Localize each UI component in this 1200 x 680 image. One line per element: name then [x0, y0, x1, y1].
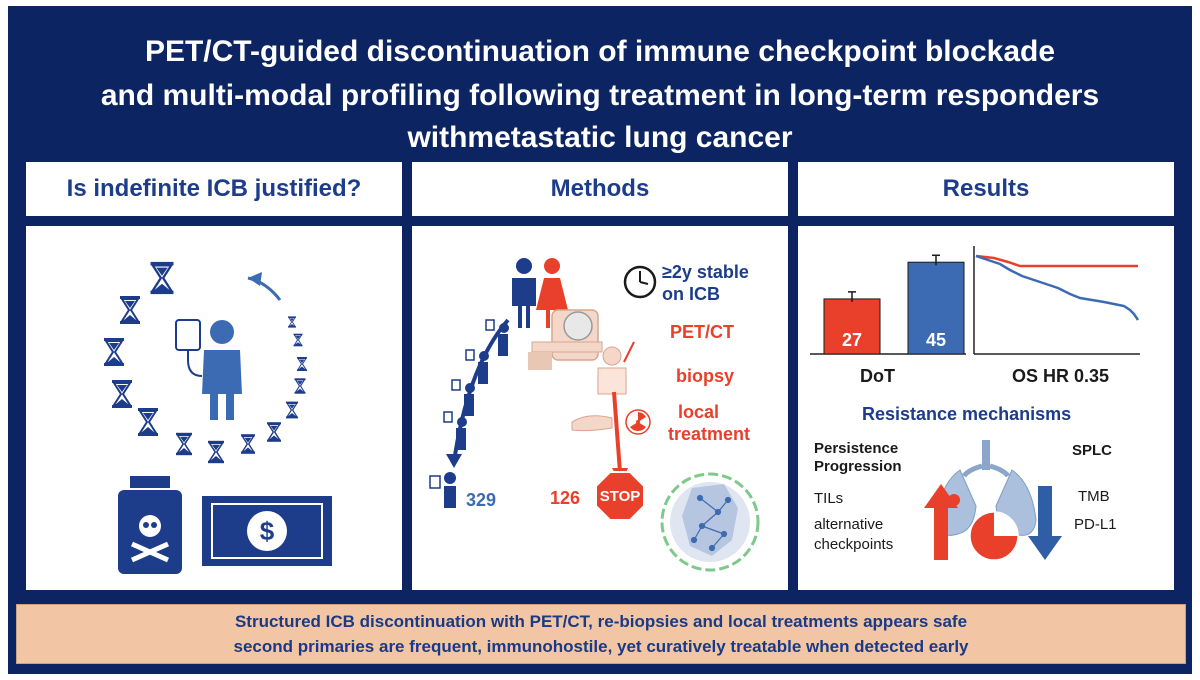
step-local-1: local: [678, 402, 720, 422]
count-stop: 126: [550, 488, 581, 508]
dollar-banknote-icon: $: [202, 496, 332, 566]
svg-text:$: $: [260, 516, 275, 546]
up-arrow-icon: [924, 484, 958, 560]
splc-label: SPLC: [1072, 442, 1113, 459]
dot-bar-0: [823, 298, 881, 355]
pet-ct-scanner-icon: [528, 309, 603, 370]
germany-network-map-icon: [660, 472, 760, 572]
radiation-icon: [625, 409, 651, 435]
methods-illustration: [429, 258, 760, 572]
os-label: OS HR 0.35: [1012, 366, 1110, 386]
progression-label: Progression: [814, 458, 902, 475]
dot-errorbar-1: [932, 254, 940, 266]
stop-sign-label: STOP: [599, 488, 641, 505]
resistance-illustration: [924, 440, 1062, 561]
left-panel: $: [26, 226, 402, 590]
poison-bottle-icon: [118, 476, 182, 574]
conclusion-line-2: second primaries are frequent, immunohos…: [233, 637, 969, 656]
resistance-title: Resistance mechanisms: [862, 404, 1072, 424]
stable-line-1: ≥2y stable: [662, 262, 749, 282]
title-line-1: PET/CT-guided discontinuation of immune …: [144, 35, 1056, 68]
checkpoints-label: checkpoints: [814, 536, 894, 553]
left-panel-header: Is indefinite ICB justified?: [26, 162, 402, 216]
pdl1-label: PD-L1: [1074, 516, 1117, 533]
step-petct: PET/CT: [670, 322, 735, 342]
clock-icon: [623, 265, 657, 299]
methods-panel: ≥2y stable on ICB PET/CT biopsy local tr…: [412, 226, 788, 590]
results-header: Results: [798, 162, 1174, 216]
pie-icon: [969, 511, 1019, 561]
dot-bar-chart: 27 45: [810, 246, 1140, 355]
dot-bar-label-1: 45: [926, 330, 946, 350]
conclusion-line-1: Structured ICB discontinuation with PET/…: [234, 612, 968, 631]
dot-errorbar-0: [848, 291, 856, 302]
methods-header: Methods: [412, 162, 788, 216]
stop-sign-icon: [595, 471, 645, 521]
alternative-label: alternative: [814, 516, 884, 533]
title-line-2: and multi-modal profiling following trea…: [100, 79, 1100, 112]
count-total: 329: [466, 490, 497, 510]
step-biopsy: biopsy: [676, 366, 735, 386]
graphical-abstract-frame: PET/CT-guided discontinuation of immune …: [8, 6, 1192, 674]
dot-bar-label-0: 27: [842, 330, 862, 350]
stable-line-2: on ICB: [662, 284, 720, 304]
step-local-2: treatment: [668, 424, 751, 444]
down-arrow-icon: [1028, 486, 1062, 560]
tils-label: TILs: [814, 490, 844, 507]
tmb-label: TMB: [1078, 488, 1110, 505]
os-km-curve: [973, 246, 1140, 355]
results-panel: 27 45 DoT OS HR 0.35 Resistance mechanism…: [798, 226, 1174, 590]
title-line-3: withmetastatic lung cancer: [407, 121, 793, 154]
conclusion-banner: Structured ICB discontinuation with PET/…: [16, 604, 1186, 664]
persistence-label: Persistence: [814, 440, 899, 457]
hourglass-cycle-icon: $: [103, 260, 332, 574]
dot-label: DoT: [860, 366, 895, 386]
